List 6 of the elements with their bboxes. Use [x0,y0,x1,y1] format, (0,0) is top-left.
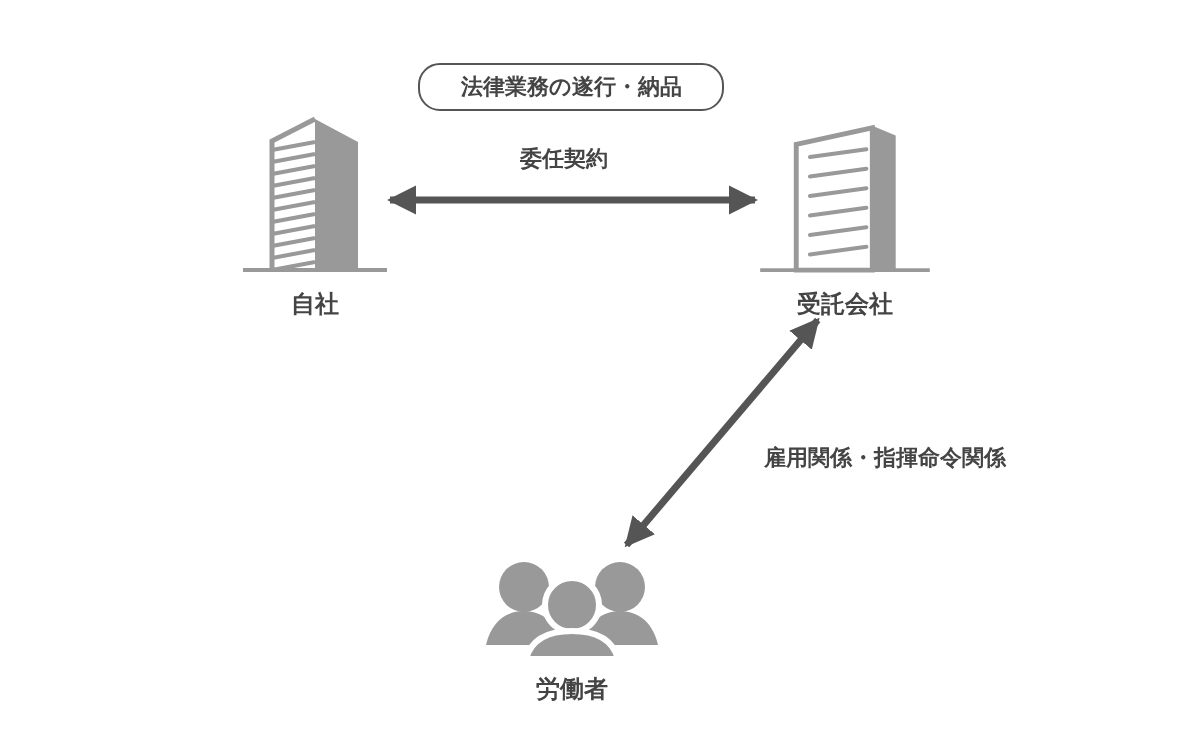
task-label-box: 法律業務の遂行・納品 [418,63,724,111]
double-arrow [623,317,821,548]
node-label: 受託会社 [797,289,893,320]
node-label: 自社 [291,289,339,320]
node-label: 労働者 [536,674,608,705]
double-arrow [387,185,758,215]
